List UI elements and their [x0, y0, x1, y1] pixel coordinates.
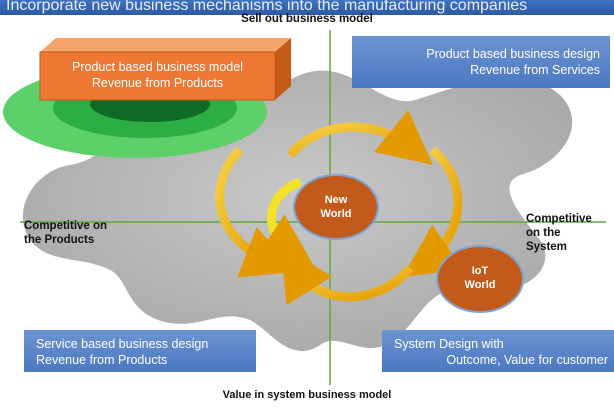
- orange-box-side: [275, 38, 291, 100]
- arrow-right: [402, 146, 463, 278]
- quadrant-bottom-left-line1: Service based business design: [36, 337, 209, 351]
- quadrant-top-left: Product based business model Revenue fro…: [40, 52, 275, 100]
- arrow-left: [215, 146, 298, 278]
- iot-world-line1: IoT: [471, 265, 489, 277]
- new-world-ellipse: [293, 174, 379, 240]
- right-axis-label: Competitive on the System: [526, 212, 592, 254]
- right-axis-label-line2: on the: [526, 227, 561, 239]
- left-axis-label: Competitive on the Products: [24, 219, 107, 247]
- quadrant-bottom-right-line1: System Design with: [394, 337, 504, 351]
- quadrant-bottom-right: System Design with Outcome, Value for cu…: [382, 330, 614, 372]
- arrow-bottom: [280, 245, 414, 306]
- title-banner: Incorporate new business mechanisms into…: [0, 0, 614, 15]
- orange-box-top: [40, 38, 291, 52]
- quadrant-top-right-line2: Revenue from Services: [470, 63, 600, 77]
- left-axis-label-line1: Competitive on: [24, 220, 108, 232]
- top-heading: Sell out business model: [241, 13, 373, 25]
- iot-world-line2: World: [464, 279, 496, 291]
- quadrant-top-right-line1: Product based business design: [426, 47, 600, 61]
- new-world-line1: New: [324, 194, 348, 206]
- new-world-line2: World: [320, 208, 352, 220]
- iot-world-label: IoT World: [434, 264, 526, 292]
- arrow-inner: [254, 177, 315, 267]
- new-world-label: New World: [296, 193, 376, 221]
- quadrant-bottom-left-line2: Revenue from Products: [36, 353, 168, 367]
- left-axis-label-line2: the Products: [24, 234, 95, 246]
- orange-box-front: [39, 51, 276, 101]
- quadrant-bottom-right-line2: Outcome, Value for customer: [446, 353, 608, 367]
- right-axis-label-line1: Competitive: [526, 213, 592, 225]
- quadrant-top-right: Product based business design Revenue fr…: [352, 36, 610, 88]
- quadrant-bottom-left: Service based business design Revenue fr…: [24, 330, 256, 372]
- quadrant-top-left-line2: Revenue from Products: [91, 76, 224, 90]
- quadrant-top-left-line1: Product based business model: [72, 60, 243, 74]
- bottom-heading: Value in system business model: [222, 389, 392, 401]
- arrow-top: [286, 110, 433, 165]
- iot-world-ellipse: [436, 245, 524, 313]
- right-axis-label-line3: System: [526, 241, 567, 253]
